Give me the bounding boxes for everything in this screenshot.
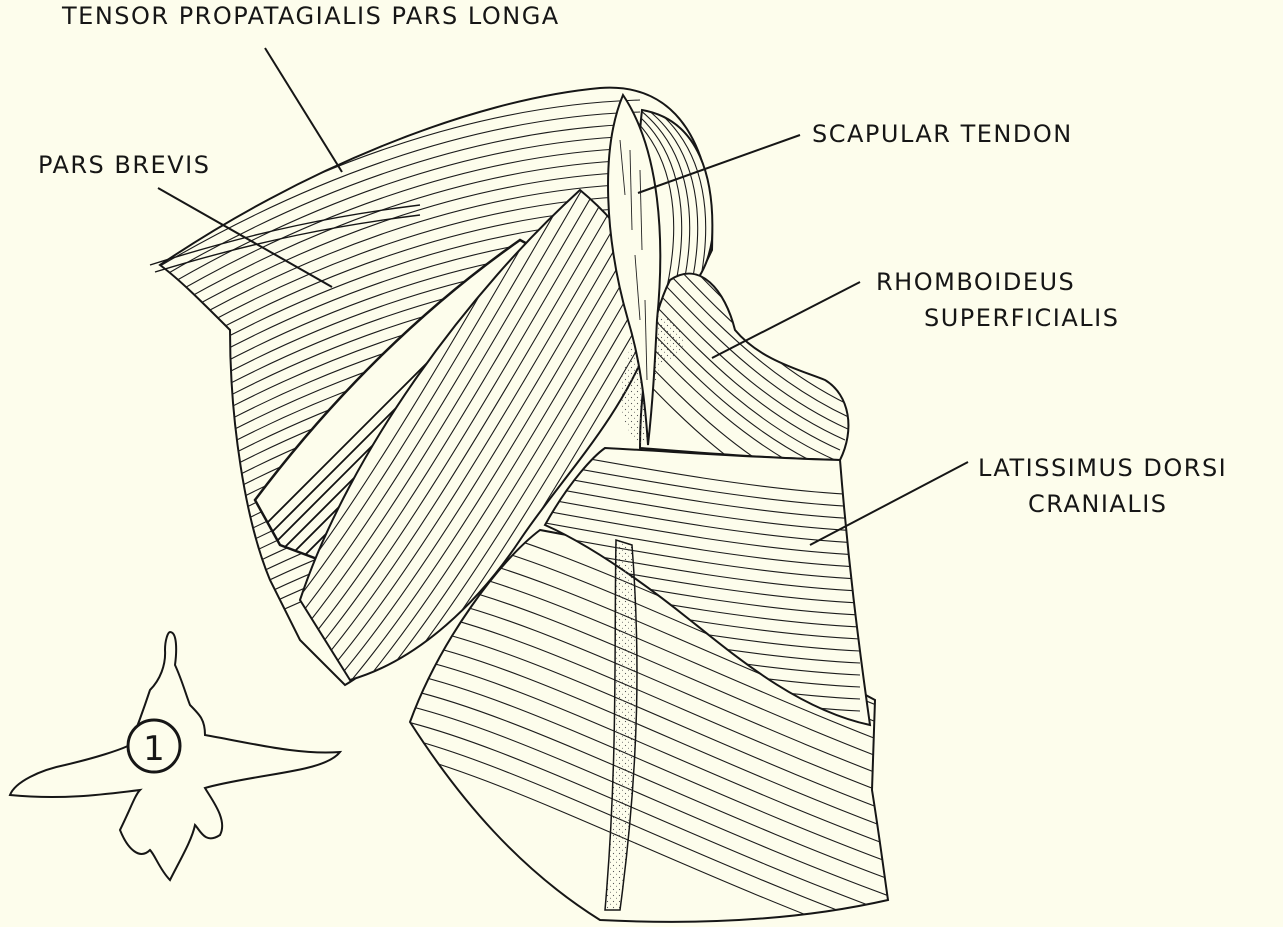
- leader-tensor: [265, 48, 342, 172]
- label-rhomboideus-line1: RHOMBOIDEUS: [876, 268, 1075, 297]
- label-scapular-tendon: SCAPULAR TENDON: [812, 120, 1073, 149]
- label-pars-brevis: PARS BREVIS: [38, 151, 210, 180]
- inset-marker-number: 1: [143, 729, 165, 769]
- label-rhomboideus-line2: SUPERFICIALIS: [924, 304, 1119, 333]
- label-latissimus-line2: CRANIALIS: [1028, 490, 1168, 519]
- label-latissimus-line1: LATISSIMUS DORSI: [978, 454, 1227, 483]
- orientation-inset: 1: [10, 632, 340, 880]
- leader-rhomboideus: [712, 282, 860, 358]
- label-tensor-pars-longa: TENSOR PROPATAGIALIS PARS LONGA: [62, 2, 560, 31]
